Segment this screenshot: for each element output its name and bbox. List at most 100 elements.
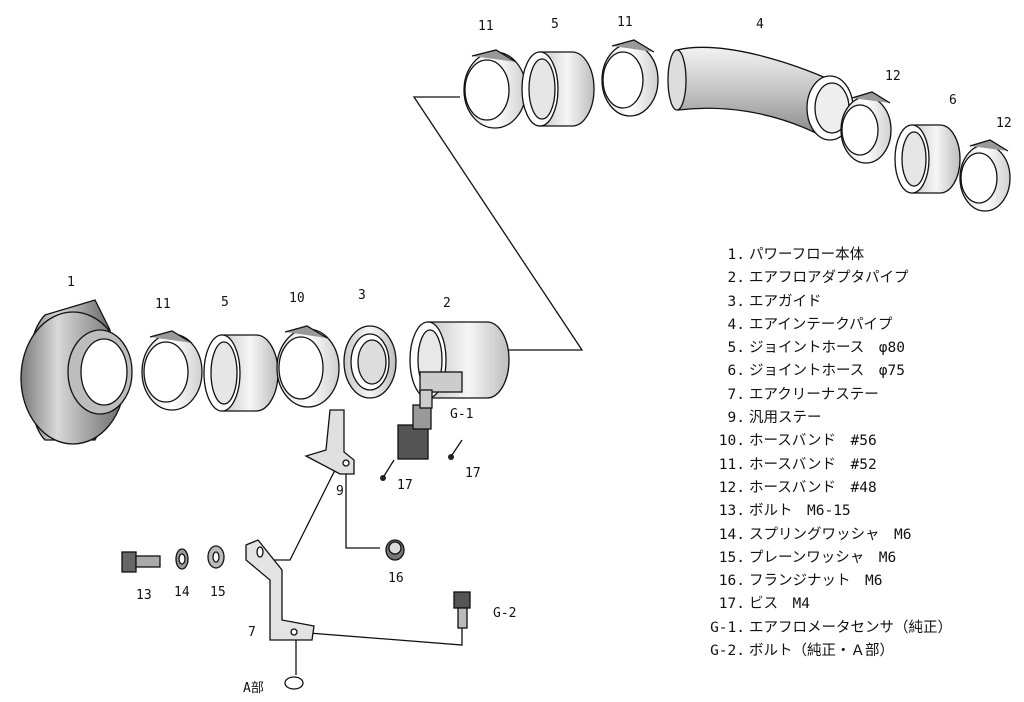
legend-index: 6. <box>727 363 745 380</box>
air-cleaner-stay-7 <box>245 539 315 641</box>
callout-16: 16 <box>388 571 404 586</box>
flange-nut-16 <box>385 539 405 561</box>
leader-lines <box>272 96 584 675</box>
legend-text: ビス M4 <box>749 596 810 613</box>
legend-index: 1. <box>727 247 745 263</box>
legend-index: G-1. <box>710 619 745 636</box>
legend-text: ホースバンド #56 <box>749 433 877 450</box>
legend-item: 16.フランジナット M6 <box>706 570 952 593</box>
legend-index: 15. <box>718 549 745 566</box>
hose-band-12-top-right <box>959 139 1011 212</box>
callout-11-middle: 11 <box>155 297 171 312</box>
legend-index: 9. <box>727 410 745 427</box>
callout-17-left: 17 <box>397 478 413 493</box>
legend-item: 3.エアガイド <box>706 291 952 314</box>
callout-g1: G-1 <box>450 407 473 422</box>
legend-text: パワーフロー本体 <box>749 247 865 263</box>
callout-4: 4 <box>756 17 764 32</box>
joint-hose-5-middle <box>203 334 279 412</box>
legend-item: 1.パワーフロー本体 <box>706 244 952 267</box>
legend-index: 13. <box>718 503 745 520</box>
legend-item: 11.ホースバンド #52 <box>706 454 952 477</box>
callout-15: 15 <box>210 585 226 600</box>
screw-17-right <box>448 439 463 460</box>
legend-text: スプリングワッシャ M6 <box>749 526 912 543</box>
legend-index: 12. <box>718 479 745 496</box>
spring-washer-14 <box>175 548 189 570</box>
powerflow-body-1 <box>20 299 133 445</box>
airflow-meter-sensor-g1 <box>397 389 433 460</box>
legend-item: 17.ビス M4 <box>706 593 952 616</box>
callout-12-top-left: 12 <box>885 69 901 84</box>
callout-2: 2 <box>443 296 451 311</box>
legend-item: 14.スプリングワッシャ M6 <box>706 524 952 547</box>
callout-11-top-right: 11 <box>617 15 633 30</box>
generic-stay-9 <box>304 409 355 475</box>
hose-band-11-middle <box>141 330 203 411</box>
hose-band-11-top-left <box>463 49 527 129</box>
callout-9: 9 <box>336 484 344 499</box>
callout-5-middle: 5 <box>221 295 229 310</box>
plain-washer-15 <box>207 545 225 569</box>
legend-item: 2.エアフロアダプタパイプ <box>706 267 952 290</box>
callout-13: 13 <box>136 588 152 603</box>
intake-pipe-4 <box>667 46 854 141</box>
legend-index: 11. <box>718 456 745 473</box>
legend-text: ホースバンド #52 <box>749 456 877 473</box>
legend-index: 10. <box>718 433 745 450</box>
legend-text: ボルト（純正・Ａ部） <box>749 643 894 660</box>
legend-index: 4. <box>727 316 745 333</box>
legend-text: エアガイド <box>749 293 822 310</box>
callout-a-part: A部 <box>243 681 264 696</box>
legend-item: 4.エアインテークパイプ <box>706 314 952 337</box>
legend-text: プレーンワッシャ M6 <box>749 549 897 566</box>
legend-text: ジョイントホース φ80 <box>749 340 905 357</box>
bolt-13 <box>121 551 161 573</box>
hose-band-11-top-right <box>601 39 659 117</box>
legend-item: 5.ジョイントホース φ80 <box>706 337 952 360</box>
callout-6: 6 <box>949 93 957 108</box>
legend-text: ホースバンド #48 <box>749 479 877 496</box>
legend-index: G-2. <box>710 643 745 660</box>
joint-hose-6 <box>894 124 961 194</box>
legend-index: 3. <box>727 293 745 310</box>
legend-text: ボルト M6-15 <box>749 503 851 520</box>
callout-12-top-right: 12 <box>996 116 1012 131</box>
legend-text: ジョイントホース φ75 <box>749 363 905 380</box>
legend-index: 17. <box>718 596 745 613</box>
legend-item: 6.ジョイントホース φ75 <box>706 360 952 383</box>
air-guide-3 <box>343 325 397 399</box>
callout-17-right: 17 <box>465 466 481 481</box>
callout-11-top-left: 11 <box>478 19 494 34</box>
legend-text: エアインテークパイプ <box>749 316 893 333</box>
legend-item: G-2.ボルト（純正・Ａ部） <box>706 640 952 663</box>
legend-text: エアフロメータセンサ（純正） <box>749 619 952 636</box>
callout-14: 14 <box>174 585 190 600</box>
callout-1: 1 <box>67 275 75 290</box>
legend-item: 7.エアクリーナステー <box>706 384 952 407</box>
a-part-mark <box>284 676 304 690</box>
legend-text: エアフロアダプタパイプ <box>749 270 909 287</box>
legend-item: 12.ホースバンド #48 <box>706 477 952 500</box>
legend-item: 15.プレーンワッシャ M6 <box>706 547 952 570</box>
legend-text: エアクリーナステー <box>749 386 879 403</box>
legend-text: 汎用ステー <box>749 410 822 427</box>
legend-item: 10.ホースバンド #56 <box>706 430 952 453</box>
legend-text: フランジナット M6 <box>749 573 883 590</box>
bolt-g2 <box>453 591 471 629</box>
joint-hose-5-top <box>521 51 595 127</box>
legend-index: 5. <box>727 340 745 357</box>
legend-index: 14. <box>718 526 745 543</box>
legend-index: 16. <box>718 573 745 590</box>
legend-index: 2. <box>727 270 745 287</box>
callout-g2: G-2 <box>493 606 516 621</box>
callout-5-top: 5 <box>551 17 559 32</box>
hose-band-12-top-left <box>840 91 892 164</box>
hose-band-10 <box>276 325 340 408</box>
legend-item: 13.ボルト M6-15 <box>706 500 952 523</box>
legend-item: G-1.エアフロメータセンサ（純正） <box>706 617 952 640</box>
screw-17-left <box>380 459 395 481</box>
legend-item: 9.汎用ステー <box>706 407 952 430</box>
